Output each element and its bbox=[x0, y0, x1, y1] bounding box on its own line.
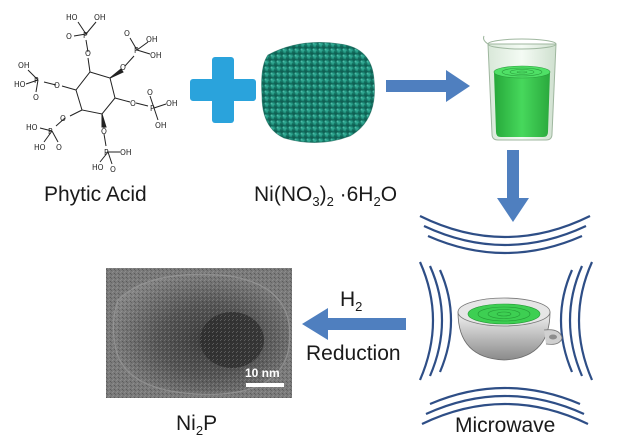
nickel-nitrate-crystals bbox=[261, 42, 375, 143]
atom-ho: HO bbox=[26, 123, 38, 132]
atom-p: P bbox=[150, 104, 155, 113]
h2-prefix: H bbox=[340, 288, 356, 311]
label-h2: H2 bbox=[340, 288, 362, 314]
scale-bar bbox=[246, 383, 284, 387]
atom-o: O bbox=[56, 143, 62, 152]
label-product: Ni2P bbox=[176, 412, 217, 438]
atom-o: O bbox=[54, 81, 60, 90]
microwave-wave-icon bbox=[418, 215, 594, 425]
atom-p: P bbox=[104, 148, 109, 157]
atom-o: O bbox=[120, 63, 126, 72]
atom-ho: HO bbox=[66, 13, 78, 22]
atom-p: P bbox=[83, 31, 88, 40]
atom-o: O bbox=[130, 99, 136, 108]
atom-oh: OH bbox=[150, 51, 162, 60]
atom-o: O bbox=[60, 114, 66, 123]
beaker bbox=[483, 35, 557, 141]
atom-ho: HO bbox=[92, 163, 104, 172]
atom-oh: OH bbox=[146, 35, 158, 44]
atom-p: P bbox=[34, 76, 39, 85]
arrow-down-icon bbox=[497, 150, 529, 222]
nickel-nitrate-sub: 2 bbox=[326, 194, 334, 210]
label-phytic-acid: Phytic Acid bbox=[44, 183, 147, 206]
product-suffix: P bbox=[203, 412, 218, 435]
atom-o: O bbox=[110, 165, 116, 174]
nickel-nitrate-sub: 3 bbox=[312, 194, 320, 210]
atom-ho: HO bbox=[14, 80, 26, 89]
arrow-left-icon bbox=[302, 308, 406, 340]
atom-oh: OH bbox=[120, 148, 132, 157]
atom-o: O bbox=[66, 32, 72, 41]
crucible-dish bbox=[457, 297, 563, 361]
product-sub: 2 bbox=[195, 423, 204, 439]
atom-o: O bbox=[124, 29, 130, 38]
phytic-acid-atoms: O P HO OH O O P OH O OH O P OH OH O O P … bbox=[14, 13, 178, 174]
atom-oh: OH bbox=[155, 121, 167, 130]
atom-p: P bbox=[48, 127, 53, 136]
atom-oh: OH bbox=[94, 13, 106, 22]
nickel-nitrate-suffix: ·6H bbox=[333, 183, 374, 206]
atom-ho: HO bbox=[34, 143, 46, 152]
atom-o: O bbox=[85, 49, 91, 58]
label-microwave: Microwave bbox=[455, 414, 556, 437]
product-prefix: Ni bbox=[176, 412, 196, 435]
atom-o: O bbox=[101, 127, 107, 136]
plus-icon bbox=[190, 57, 256, 123]
label-reduction: Reduction bbox=[306, 342, 401, 365]
tem-image bbox=[106, 268, 292, 398]
nickel-nitrate-sub: 2 bbox=[373, 194, 381, 210]
arrow-right-icon bbox=[386, 70, 470, 102]
nickel-nitrate-mid: ) bbox=[319, 183, 327, 206]
atom-oh: OH bbox=[18, 61, 30, 70]
atom-p: P bbox=[134, 46, 139, 55]
label-nickel-nitrate: Ni(NO3)2 ·6H2O bbox=[254, 183, 397, 209]
phytic-acid-structure bbox=[25, 21, 167, 165]
nickel-nitrate-suffix: O bbox=[380, 183, 398, 206]
h2-sub: 2 bbox=[355, 299, 363, 315]
atom-oh: OH bbox=[166, 99, 178, 108]
atom-o: O bbox=[147, 88, 153, 97]
label-scale-bar: 10 nm bbox=[245, 366, 280, 380]
atom-o: O bbox=[33, 93, 39, 102]
nickel-nitrate-prefix: Ni(NO bbox=[254, 183, 313, 206]
